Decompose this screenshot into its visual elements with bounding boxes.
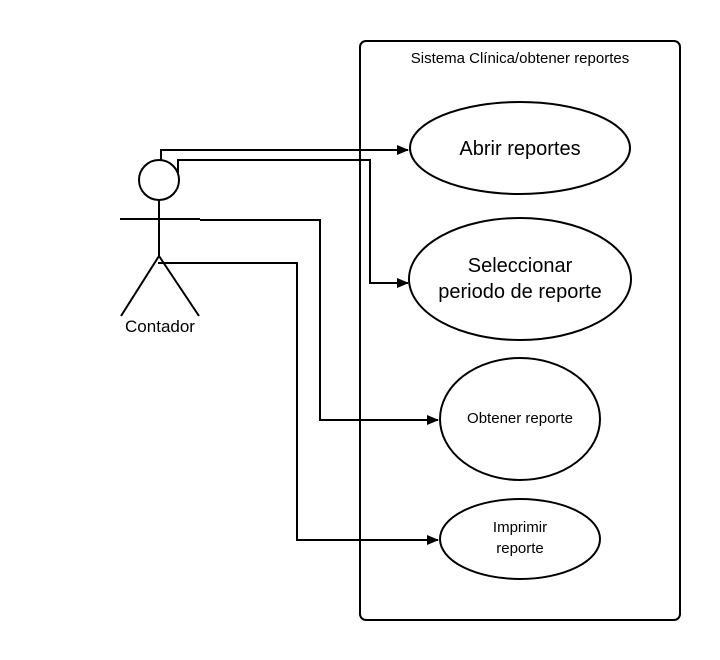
actor-head bbox=[138, 159, 180, 201]
actor-right-leg bbox=[158, 255, 200, 317]
actor-label: Contador bbox=[125, 317, 195, 336]
association-obtener-reporte bbox=[200, 219, 439, 425]
association-imprimir-reporte bbox=[158, 262, 439, 545]
use-case-seleccionar-periodo: Seleccionar periodo de reporte bbox=[408, 217, 632, 341]
use-case-label: Obtener reporte bbox=[467, 410, 573, 427]
use-case-label-line-1: Imprimir bbox=[493, 519, 547, 536]
actor-left-leg bbox=[120, 255, 160, 317]
use-case-label-line-2: periodo de reporte bbox=[438, 281, 601, 303]
use-case-label-line-1: Seleccionar bbox=[468, 255, 573, 277]
use-case-abrir-reportes: Abrir reportes bbox=[409, 101, 631, 195]
use-case-ellipse bbox=[409, 101, 631, 195]
use-case-label: Abrir reportes bbox=[459, 138, 580, 160]
actor-contador: Contador bbox=[120, 159, 200, 336]
association-seleccionar-periodo bbox=[177, 159, 409, 288]
associations bbox=[158, 145, 439, 545]
system-title: Sistema Clínica/obtener reportes bbox=[411, 50, 629, 67]
use-case-ellipse bbox=[439, 357, 601, 481]
use-case-imprimir-reporte: Imprimir reporte bbox=[439, 498, 601, 580]
use-case-ellipse bbox=[408, 217, 632, 341]
use-case-label-line-2: reporte bbox=[496, 540, 544, 557]
use-case-obtener-reporte: Obtener reporte bbox=[439, 357, 601, 481]
use-case-ellipse bbox=[439, 498, 601, 580]
